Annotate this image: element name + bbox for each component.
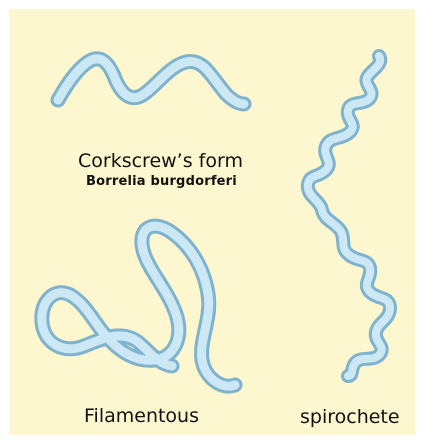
filamentous-shape [42, 226, 235, 386]
filamentous-label: Filamentous [84, 405, 199, 427]
corkscrew-form-label: Corkscrew’s form [78, 150, 243, 172]
spirochete-label: spirochete [300, 406, 400, 428]
spirochete-shape [308, 56, 390, 376]
borrelia-label: Borrelia burgdorferi [86, 174, 237, 189]
corkscrew-shape [58, 59, 244, 104]
